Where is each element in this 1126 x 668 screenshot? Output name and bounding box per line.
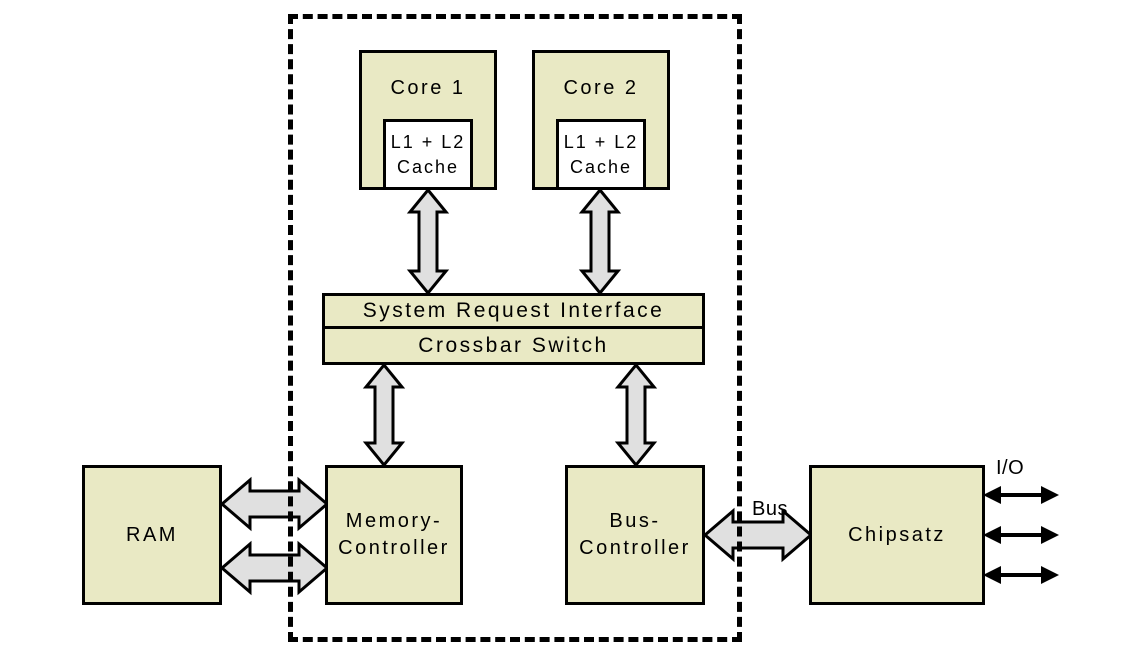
node-ram-label: RAM	[126, 523, 178, 546]
arrow-crossbar-to-bus-controller	[614, 362, 658, 468]
edge-label-bus: Bus	[752, 498, 788, 520]
node-bus-controller[interactable]: Bus- Controller	[565, 465, 705, 605]
arrow-ram-to-memory-controller-lower	[219, 540, 330, 596]
node-crossbar-switch-label: Crossbar Switch	[418, 333, 609, 357]
node-core-1-cache[interactable]: L1 + L2 Cache	[383, 119, 473, 190]
node-memory-controller[interactable]: Memory- Controller	[325, 465, 463, 605]
arrow-ram-to-memory-controller-upper	[219, 476, 330, 532]
node-crossbar-switch[interactable]: Crossbar Switch	[322, 329, 705, 365]
node-core-2-cache-label: L1 + L2 Cache	[563, 132, 639, 177]
node-core-2-cache[interactable]: L1 + L2 Cache	[556, 119, 646, 190]
node-system-request-interface-label: System Request Interface	[362, 299, 665, 322]
arrow-crossbar-to-memory-controller	[362, 362, 406, 468]
node-bus-controller-label: Bus- Controller	[579, 510, 691, 559]
node-core-1-cache-label: L1 + L2 Cache	[390, 132, 466, 177]
node-ram[interactable]: RAM	[82, 465, 222, 605]
node-core-2-label: Core 2	[563, 77, 639, 99]
io-arrow-3	[983, 566, 1059, 584]
node-memory-controller-label: Memory- Controller	[338, 510, 450, 559]
arrow-core1-to-sri	[406, 187, 450, 296]
node-chipsatz-label: Chipsatz	[848, 523, 946, 546]
node-core-1-label: Core 1	[390, 77, 466, 99]
node-chipsatz[interactable]: Chipsatz	[809, 465, 985, 605]
io-arrow-1	[983, 486, 1059, 504]
io-arrow-2	[983, 526, 1059, 544]
arrow-core2-to-sri	[578, 187, 622, 296]
node-system-request-interface[interactable]: System Request Interface	[322, 293, 705, 329]
edge-label-io: I/O	[996, 457, 1025, 479]
